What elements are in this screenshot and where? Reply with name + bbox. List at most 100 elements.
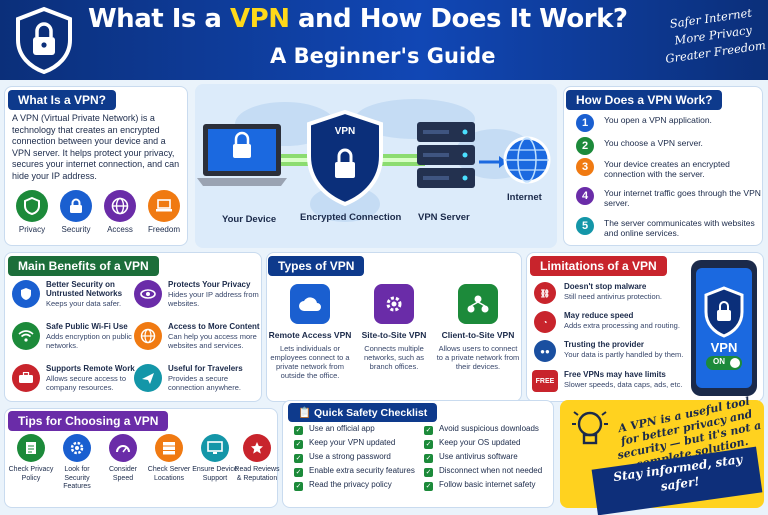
feature-freedom: Freedom bbox=[144, 190, 184, 234]
tip-item: Look for Security Features bbox=[54, 434, 100, 492]
feature-label: Privacy bbox=[18, 225, 46, 234]
limitations-heading: Limitations of a VPN bbox=[530, 256, 667, 276]
step-text: You choose a VPN server. bbox=[604, 138, 703, 148]
phone-vpn-label: VPN bbox=[710, 340, 738, 355]
step-number: 3 bbox=[576, 158, 594, 176]
checklist-text: Follow basic internet safety bbox=[439, 480, 536, 489]
check-icon: ✓ bbox=[294, 482, 303, 491]
tips-heading: Tips for Choosing a VPN bbox=[8, 411, 169, 431]
check-icon: ✓ bbox=[294, 454, 303, 463]
check-icon: ✓ bbox=[294, 426, 303, 435]
tip-item: Read Reviews & Reputation bbox=[232, 434, 282, 483]
type-title: Client-to-Site VPN bbox=[441, 330, 515, 340]
eye-icon bbox=[134, 280, 162, 308]
checklist-item: ✓Enable extra security features bbox=[294, 466, 415, 477]
page-subtitle: A Beginner's Guide bbox=[270, 44, 496, 68]
tip-label: Check Privacy Policy bbox=[8, 466, 54, 482]
feature-label: Freedom bbox=[147, 225, 180, 234]
gear-icon bbox=[374, 284, 414, 324]
type-item: Client-to-Site VPN Allows users to connec… bbox=[436, 284, 520, 371]
checklist-text: Keep your VPN updated bbox=[309, 438, 396, 447]
step-number: 4 bbox=[576, 187, 594, 205]
cloud-icon bbox=[290, 284, 330, 324]
phone-toggle-label: ON bbox=[713, 357, 725, 366]
plane-icon bbox=[134, 364, 162, 392]
check-icon: ✓ bbox=[424, 482, 433, 491]
checklist-item: ✓ Use antivirus software bbox=[424, 452, 518, 463]
lock-icon bbox=[60, 190, 92, 222]
checklist-text: Use an official app bbox=[309, 424, 375, 433]
limitation-title: Free VPNs may have limits bbox=[564, 370, 666, 379]
tagline: Safer Internet More Privacy Greater Free… bbox=[657, 0, 768, 85]
shield-icon bbox=[12, 280, 40, 308]
checklist-item: ✓ Use an official app bbox=[294, 424, 375, 435]
diagram-label-encrypted: Encrypted Connection bbox=[300, 212, 402, 223]
checklist-text: Disconnect when not needed bbox=[439, 466, 543, 475]
check-icon: ✓ bbox=[424, 468, 433, 477]
checklist-text: Use antivirus software bbox=[439, 452, 518, 461]
check-icon: ✓ bbox=[424, 454, 433, 463]
checklist-text: Keep your OS updated bbox=[439, 438, 521, 447]
check-icon: ✓ bbox=[294, 440, 303, 449]
benefit-desc: Provides a secure connection anywhere. bbox=[168, 374, 241, 392]
tip-item: Consider Speed bbox=[100, 434, 146, 483]
benefit-title: Useful for Travelers bbox=[168, 364, 243, 373]
step-number: 1 bbox=[576, 114, 594, 132]
step-number: 5 bbox=[576, 217, 594, 235]
check-icon: ✓ bbox=[424, 426, 433, 435]
checklist-item: ✓ Avoid suspicious downloads bbox=[424, 424, 539, 435]
benefit-title: Better Security on Untrusted Networks bbox=[46, 280, 123, 298]
tip-label: Ensure Device Support bbox=[192, 466, 238, 482]
checklist-item: ✓ Disconnect when not needed bbox=[424, 466, 542, 477]
limitation-desc: Still need antivirus protection. bbox=[564, 292, 662, 301]
benefit-desc: Adds encryption on public networks. bbox=[46, 332, 132, 350]
limitation-desc: Adds extra processing and routing. bbox=[564, 321, 680, 330]
check-icon: ✓ bbox=[424, 440, 433, 449]
tip-item: Check Privacy Policy bbox=[8, 434, 54, 483]
benefit-title: Supports Remote Work bbox=[46, 364, 135, 373]
feature-label: Access bbox=[107, 225, 133, 234]
server-icon bbox=[417, 122, 475, 188]
laptop-icon bbox=[197, 124, 287, 186]
lightbulb-icon bbox=[572, 411, 608, 445]
step-text: The server communicates with websites an… bbox=[604, 218, 755, 238]
step-number: 2 bbox=[576, 137, 594, 155]
type-title: Remote Access VPN bbox=[268, 330, 352, 340]
benefit-desc: Keeps your data safer. bbox=[46, 299, 122, 308]
title-pre: What Is a bbox=[88, 4, 231, 34]
benefit-desc: Hides your IP address from websites. bbox=[168, 290, 259, 308]
benefits-heading: Main Benefits of a VPN bbox=[8, 256, 159, 276]
vpn-diagram-illustration bbox=[197, 99, 551, 222]
checklist-heading: 📋 Quick Safety Checklist bbox=[288, 403, 438, 422]
clipboard-icon: 📋 bbox=[298, 407, 314, 419]
feature-label: Security bbox=[61, 225, 91, 234]
tip-label: Consider Speed bbox=[108, 466, 137, 482]
limitation-title: Trusting the provider bbox=[564, 340, 645, 349]
benefit-desc: Can help you access more websites and se… bbox=[168, 332, 257, 350]
how-works-heading: How Does a VPN Work? bbox=[566, 90, 723, 110]
type-desc: Lets individuals or employees connect to… bbox=[270, 344, 350, 380]
diagram-label-server: VPN Server bbox=[418, 212, 470, 223]
diagram-label-device: Your Device bbox=[222, 214, 277, 225]
checklist-text: Use a strong password bbox=[309, 452, 391, 461]
type-title: Site-to-Site VPN bbox=[361, 330, 427, 340]
title-highlight: VPN bbox=[230, 4, 290, 34]
type-desc: Allows users to connect to a private net… bbox=[436, 344, 520, 371]
step-text: Your internet traffic goes through the V… bbox=[604, 188, 761, 208]
shield-lock-icon bbox=[16, 6, 72, 74]
diagram-label-internet: Internet bbox=[507, 192, 542, 203]
internet-globe-icon bbox=[503, 136, 551, 184]
type-desc: Connects multiple networks, such as bran… bbox=[363, 344, 425, 371]
page-title: What Is a VPN and How Does It Work? bbox=[88, 4, 668, 34]
phone-icon bbox=[691, 260, 757, 396]
speedometer-icon bbox=[109, 434, 137, 462]
diagram-vpn-badge: VPN bbox=[334, 126, 356, 137]
what-is-heading: What Is a VPN? bbox=[8, 90, 117, 110]
step-text: Your device creates an encrypted connect… bbox=[604, 159, 730, 179]
feature-privacy: Privacy bbox=[12, 190, 52, 234]
checklist-text: Avoid suspicious downloads bbox=[439, 424, 539, 433]
tip-label: Read Reviews & Reputation bbox=[234, 466, 280, 482]
document-icon bbox=[17, 434, 45, 462]
limitation-title: May reduce speed bbox=[564, 311, 634, 320]
link-icon: ⛓ bbox=[534, 282, 556, 304]
